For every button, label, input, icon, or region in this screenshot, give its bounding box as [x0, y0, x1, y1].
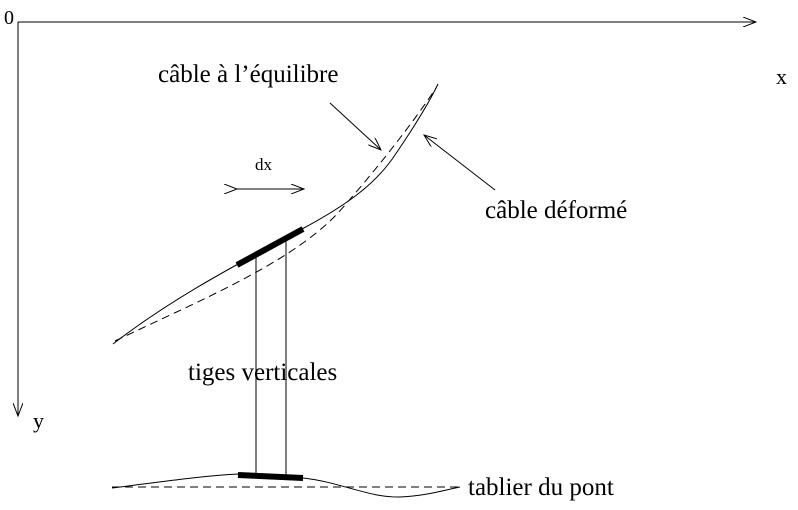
cable-deformed-label: câble déformé — [485, 197, 628, 224]
cable-equilibrium-label: câble à l’équilibre — [158, 61, 339, 88]
cable-element — [235, 226, 305, 268]
deformed-pointer-arrow — [424, 135, 496, 191]
cable-equilibrium-curve — [114, 87, 437, 342]
x-axis-label: x — [776, 64, 787, 89]
y-axis-label: y — [33, 408, 44, 433]
vertical-rods-label: tiges verticales — [188, 359, 338, 386]
deck-element — [237, 472, 304, 481]
dx-label: dx — [255, 155, 272, 174]
deck-deformed-curve — [111, 473, 461, 498]
bridge-deck-label: tablier du pont — [468, 474, 614, 501]
origin-label: 0 — [4, 7, 14, 29]
equilibrium-pointer-arrow — [329, 102, 381, 150]
cable-deformed-curve — [112, 83, 439, 345]
